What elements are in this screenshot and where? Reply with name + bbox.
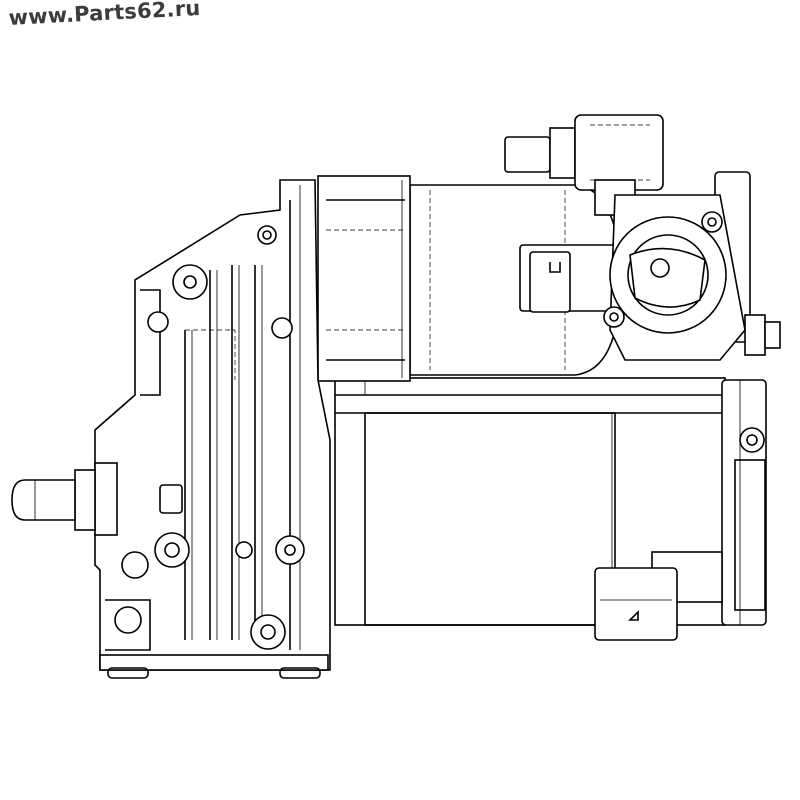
left-manifold [94,179,331,679]
solenoid-block [603,171,781,361]
lower-cylinder [334,377,726,626]
top-valve [504,114,664,216]
outlet-fitting [11,462,118,536]
top-connector [519,244,626,313]
right-end-cap [721,379,767,626]
upper-motor-housing [317,175,621,382]
bottom-connector [594,551,723,641]
